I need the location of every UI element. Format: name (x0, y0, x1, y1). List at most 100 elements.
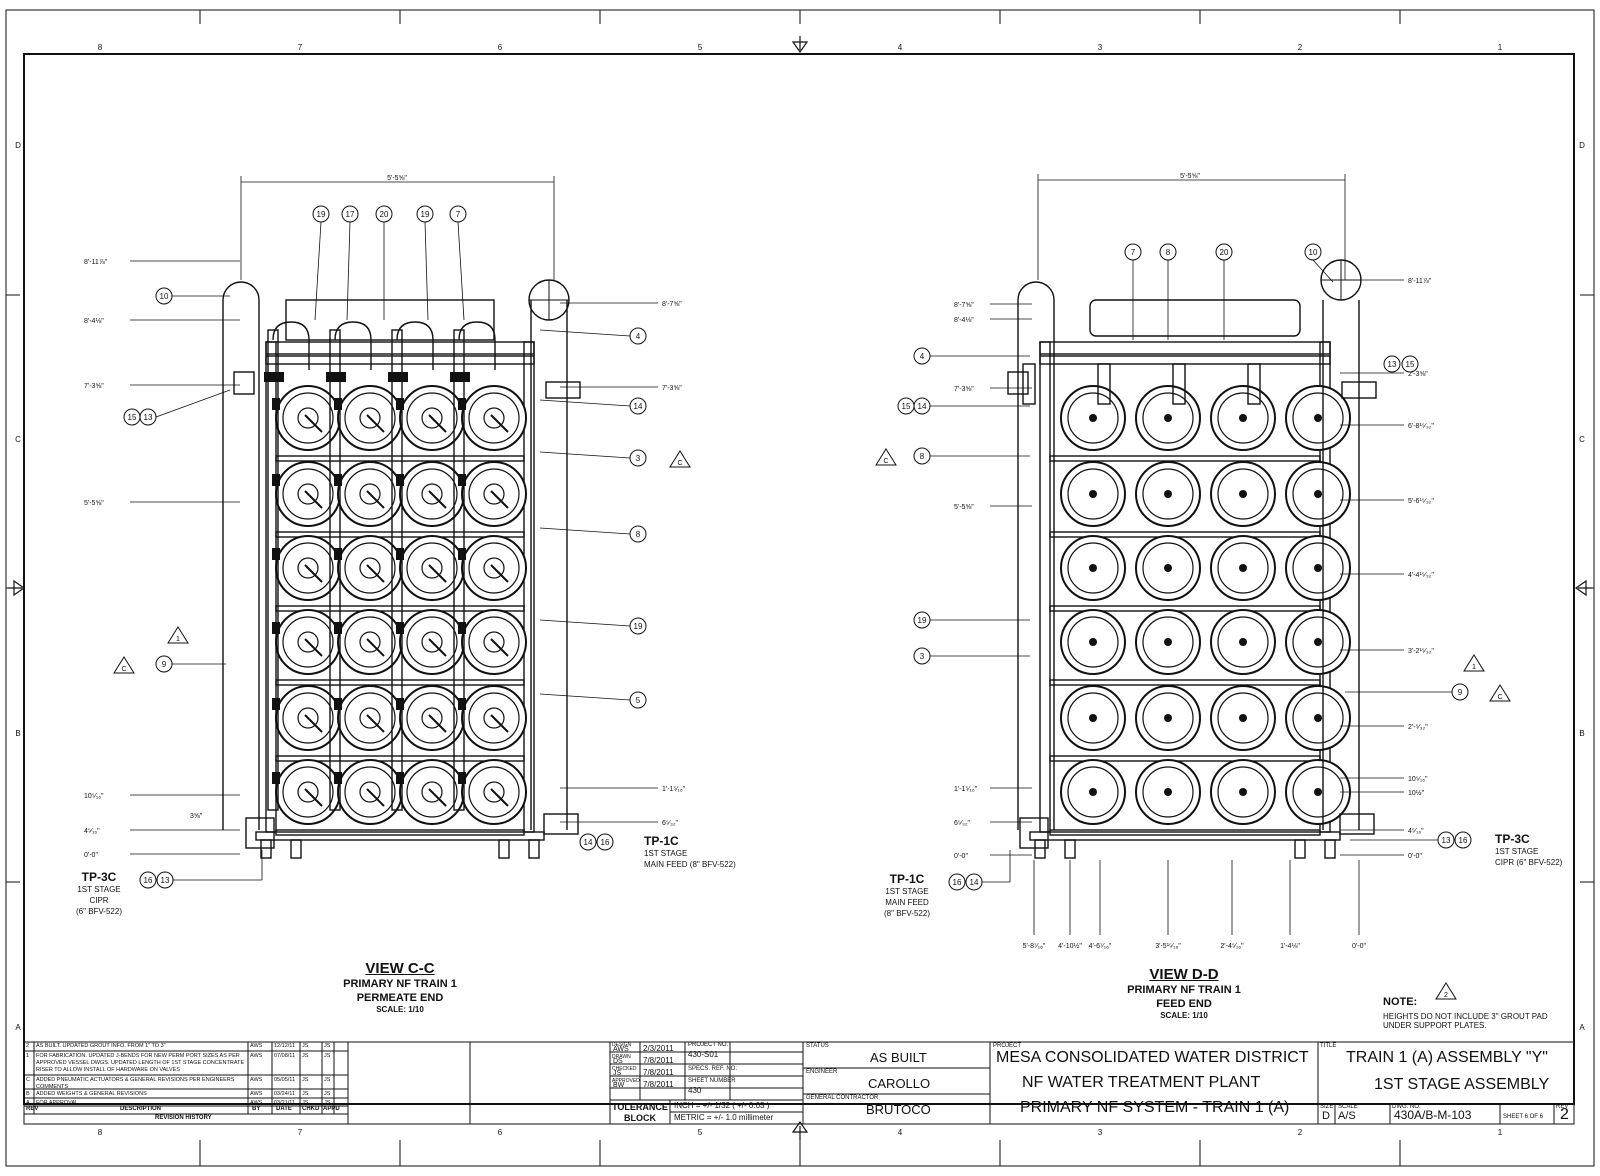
right-balloon-13: 13 (1383, 355, 1401, 373)
revision-triangle-1: 1 (167, 626, 189, 644)
bottom-dimension: 5'-8⁷⁄₁₆" (1023, 943, 1046, 950)
revision-appd: JS (324, 1091, 331, 1097)
balloon-number: 13 (1442, 836, 1451, 845)
left-dimension: 10⁵⁄₁₆" (84, 793, 104, 800)
balloon-number: 19 (421, 210, 430, 219)
left-dimension: 8'-4⅛" (954, 317, 974, 324)
balloon-number: 16 (601, 838, 610, 847)
contractor-label: GENERAL CONTRACTOR (806, 1095, 879, 1101)
status-value: AS BUILT (870, 1050, 927, 1065)
right-dimension: 6⁵⁄₃₂" (662, 820, 679, 827)
balloon-number: 14 (970, 878, 979, 887)
tag-name: TP-1C (889, 872, 925, 886)
top-balloon-20: 20 (1215, 243, 1233, 261)
project-label: PROJECT (993, 1043, 1022, 1049)
tag-name: TP-3C (81, 870, 117, 884)
date-label: DRAWN (612, 1054, 631, 1060)
contractor-value: BRUTOCO (866, 1102, 931, 1117)
revision-date: 12/12/11 (274, 1043, 296, 1049)
revision-appd: JS (324, 1077, 331, 1083)
left-dimension: 4⁵⁄₁₆" (84, 828, 100, 835)
balloon-number: 19 (317, 210, 326, 219)
right-dimension: 10⁵⁄₁₆" (1408, 776, 1428, 783)
zone-label-top: 3 (1098, 43, 1103, 52)
left-balloon-14: 14 (913, 397, 931, 415)
bottom-dimension: 0'-0" (1352, 943, 1366, 950)
tag-tp1c-cc: TP-1C 1ST STAGE MAIN FEED (8" BFV-522) (644, 834, 736, 870)
right-balloon-9: 9 (1451, 683, 1469, 701)
tag-name: TP-1C (644, 834, 679, 848)
balloon-number: 8 (1166, 248, 1171, 257)
revision-appd: JS (324, 1100, 331, 1106)
left-dimension: 7'-3⅝" (954, 386, 974, 393)
revision-header-date: DATE (276, 1106, 292, 1112)
tolerance-metric: METRIC = +/- 1.0 millimeter (674, 1113, 774, 1122)
left-dimension: 5'-5⅝" (84, 500, 104, 507)
revision-chkd: JS (302, 1053, 309, 1059)
top-balloon-7: 7 (1124, 243, 1142, 261)
zone-label-right: B (1579, 729, 1584, 738)
left-balloon-10: 10 (155, 287, 173, 305)
tag-line2: MAIN FEED (8" BFV-522) (644, 860, 736, 869)
zone-label-top: 6 (498, 43, 503, 52)
tolerance-label-1: TOLERANCE (612, 1102, 668, 1112)
engineer-label: ENGINEER (806, 1069, 838, 1075)
balloon-number: 20 (380, 210, 389, 219)
left-dimension: 5'-5⅝" (954, 504, 974, 511)
right-dimension: 3'-2¹⁵⁄₃₂" (1408, 648, 1434, 655)
balloon-number: 3 (920, 652, 925, 661)
triangle-label: C (121, 666, 126, 673)
top-balloon-10: 10 (1304, 243, 1322, 261)
right-balloon-8: 8 (629, 525, 647, 543)
tag-line1: 1ST STAGE (885, 887, 929, 896)
size-value: D (1322, 1110, 1330, 1122)
tag-line1: 1ST STAGE (644, 849, 688, 858)
top-balloon-7: 7 (449, 205, 467, 223)
top-balloon-19: 19 (416, 205, 434, 223)
revision-date: 05/05/11 (274, 1077, 296, 1083)
revision-triangle-c: C (113, 656, 135, 674)
drawing-title-1: TRAIN 1 (A) ASSEMBLY "Y" (1346, 1049, 1548, 1066)
tag-balloon-16: 16 (948, 873, 966, 891)
balloon-number: 7 (1131, 248, 1136, 257)
balloon-number: 15 (902, 402, 911, 411)
zone-label-bottom: 7 (298, 1128, 303, 1137)
tag-line2: CIPR (6" BFV-522) (1495, 858, 1563, 867)
zone-label-top: 1 (1498, 43, 1503, 52)
tag-tp3c-dd: TP-3C 1ST STAGE CIPR (6" BFV-522) (1495, 832, 1562, 868)
right-dimension: 4⁵⁄₁₆" (1408, 828, 1424, 835)
right-dimension: 8'-7⅝" (662, 301, 682, 308)
scale-value: A/S (1338, 1110, 1356, 1122)
date-initials: BW (613, 1082, 625, 1089)
note-text-2: UNDER SUPPORT PLATES. (1383, 1021, 1487, 1030)
revision-header-desc: DESCRIPTION (120, 1106, 162, 1112)
note-label: NOTE: (1383, 996, 1418, 1008)
balloon-number: 15 (1406, 360, 1415, 369)
ref3-label: SHEET NUMBER (688, 1078, 736, 1084)
view-cc-scale: SCALE: 1/10 (376, 1005, 424, 1014)
zone-label-bottom: 4 (898, 1128, 903, 1137)
dwg-value: 430A/B-M-103 (1394, 1108, 1472, 1122)
revision-date: 03/24/11 (274, 1091, 296, 1097)
balloon-number: 13 (161, 876, 170, 885)
date-value: 7/8/2011 (643, 1056, 674, 1065)
right-dimension: 10½" (1408, 789, 1425, 797)
revision-desc: FOR APPROVAL (36, 1100, 79, 1106)
left-dimension: 6⁵⁄₃₂" (954, 820, 971, 827)
balloon-number: 5 (636, 696, 641, 705)
zone-label-top: 7 (298, 43, 303, 52)
left-balloon-4: 4 (913, 347, 931, 365)
rev-value: 2 (1560, 1106, 1569, 1123)
right-dimension: 1'-1⁵⁄₁₆" (662, 786, 686, 793)
top-balloon-8: 8 (1159, 243, 1177, 261)
left-dimension: 0'-0" (954, 853, 968, 860)
right-dimension: 7'-3⅝" (662, 385, 682, 392)
left-balloon-15: 15 (897, 397, 915, 415)
zone-label-bottom: 1 (1498, 1128, 1503, 1137)
view-cc-title: VIEW C-C (365, 960, 435, 977)
date-initials: AWS (613, 1046, 629, 1053)
balloon-number: 3 (636, 454, 641, 463)
balloon-number: 17 (346, 210, 355, 219)
revision-date: 03/21/11 (274, 1100, 296, 1106)
